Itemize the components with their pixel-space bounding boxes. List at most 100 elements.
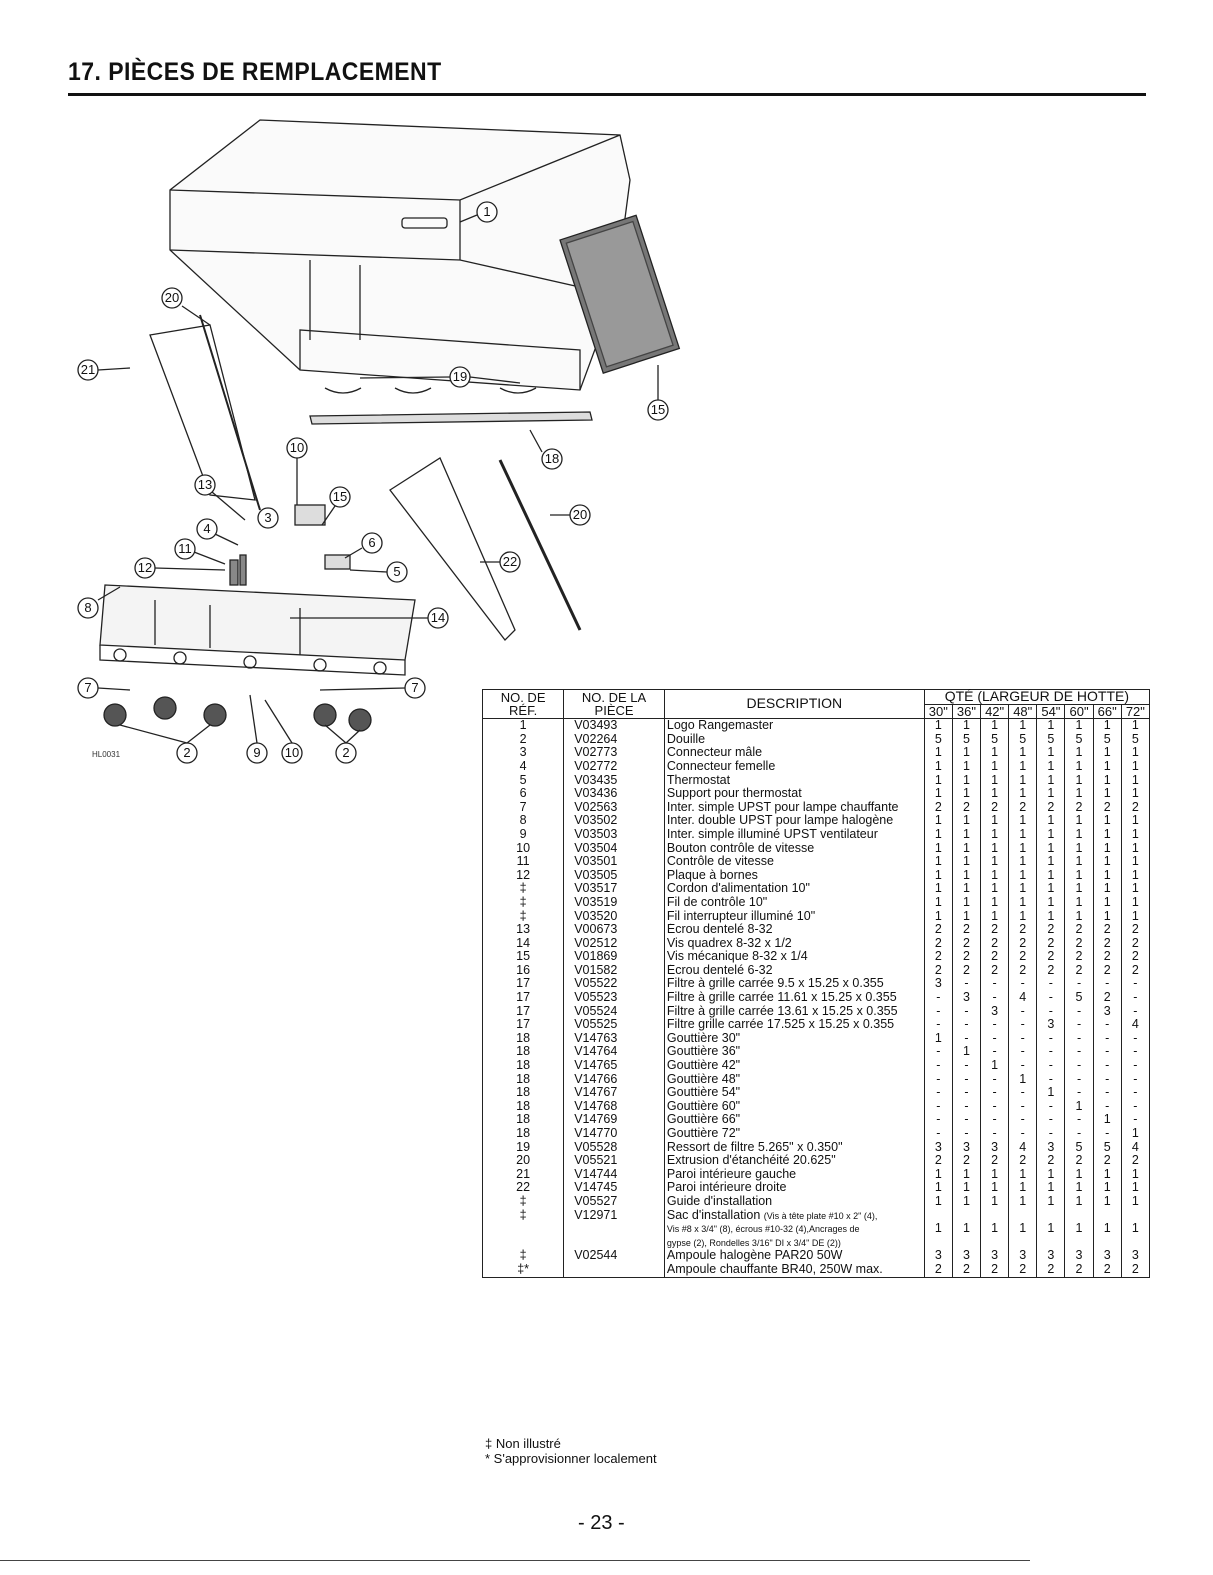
qty-cell: 4 bbox=[1008, 1140, 1038, 1155]
qty-cell: 1 bbox=[980, 1167, 1010, 1182]
qty-cell: 1 bbox=[1064, 841, 1094, 856]
qty-cell: - bbox=[1064, 1086, 1094, 1100]
qty-cell: 1 bbox=[980, 841, 1010, 856]
ref-cell: 8 bbox=[481, 814, 565, 828]
ref-cell: ‡ bbox=[481, 1194, 565, 1209]
width-header-5: 60" bbox=[1064, 703, 1094, 720]
qty-cell: 1 bbox=[1092, 718, 1122, 733]
qty-cell: 1 bbox=[980, 773, 1010, 788]
ref-cell: 5 bbox=[481, 773, 565, 788]
qty-cell: 2 bbox=[1064, 936, 1094, 951]
qty-cell: 1 bbox=[1120, 882, 1151, 896]
qty-cell: - bbox=[923, 990, 953, 1005]
qty-cell: 1 bbox=[1064, 895, 1094, 910]
qty-cell: 1 bbox=[923, 1208, 953, 1250]
qty-cell: - bbox=[1036, 1031, 1066, 1046]
qty-cell: 1 bbox=[1120, 787, 1151, 801]
callout-18: 18 bbox=[545, 451, 559, 466]
qty-cell: 2 bbox=[980, 950, 1010, 964]
description-cell: Écrou dentelé 8-32 bbox=[663, 923, 925, 937]
qty-cell: 1 bbox=[923, 1031, 953, 1046]
qty-cell: - bbox=[980, 1086, 1010, 1100]
description-cell: Ampoule halogène PAR20 50W bbox=[663, 1249, 925, 1263]
part-number-cell: V14767 bbox=[563, 1086, 665, 1100]
qty-cell: - bbox=[1120, 1072, 1151, 1087]
description-cell: Support pour thermostat bbox=[663, 787, 925, 801]
qty-cell: 1 bbox=[951, 773, 982, 788]
callout-14: 13 bbox=[198, 477, 212, 492]
callout-21: 21 bbox=[81, 362, 95, 377]
qty-cell: 1 bbox=[951, 814, 982, 828]
qty-cell: - bbox=[1120, 1113, 1151, 1127]
qty-cell: 1 bbox=[1092, 746, 1122, 760]
ref-cell: 10 bbox=[481, 841, 565, 856]
qty-cell: 1 bbox=[1092, 759, 1122, 774]
qty-cell: 1 bbox=[1092, 895, 1122, 910]
qty-cell: 1 bbox=[1036, 1167, 1066, 1182]
qty-cell: 1 bbox=[1008, 1167, 1038, 1182]
qty-cell: 1 bbox=[923, 909, 953, 924]
qty-cell: 3 bbox=[980, 1140, 1010, 1155]
qty-cell: 2 bbox=[1120, 963, 1151, 978]
ref-cell: 18 bbox=[481, 1072, 565, 1087]
qty-cell: 1 bbox=[1008, 882, 1038, 896]
description-cell: Filtre grille carrée 17.525 x 15.25 x 0.… bbox=[663, 1018, 925, 1032]
qty-cell: - bbox=[1064, 1126, 1094, 1141]
qty-cell: 1 bbox=[923, 773, 953, 788]
qty-cell: 1 bbox=[951, 855, 982, 869]
qty-cell: - bbox=[1008, 1099, 1038, 1114]
part-number-cell: V14745 bbox=[563, 1181, 665, 1195]
qty-cell: - bbox=[951, 1126, 982, 1141]
qty-cell: 4 bbox=[1008, 990, 1038, 1005]
qty-cell: 1 bbox=[1120, 1194, 1151, 1209]
qty-cell: 2 bbox=[923, 950, 953, 964]
qty-cell: 1 bbox=[1120, 855, 1151, 869]
callout-20b: 20 bbox=[573, 507, 587, 522]
ref-cell: 16 bbox=[481, 963, 565, 978]
qty-cell: - bbox=[951, 1058, 982, 1073]
qty-cell: 1 bbox=[1092, 814, 1122, 828]
description-cell: Bouton contrôle de vitesse bbox=[663, 841, 925, 856]
ref-cell: ‡ bbox=[481, 882, 565, 896]
qty-cell: 5 bbox=[1064, 1140, 1094, 1155]
qty-cell: 1 bbox=[923, 1194, 953, 1209]
qty-cell: - bbox=[1064, 1018, 1094, 1032]
part-number-cell: V05528 bbox=[563, 1140, 665, 1155]
qty-cell: 1 bbox=[1064, 1208, 1094, 1250]
qty-cell: 1 bbox=[980, 1208, 1010, 1250]
qty-cell: 3 bbox=[923, 1249, 953, 1263]
qty-cell: 1 bbox=[1008, 773, 1038, 788]
qty-cell: 1 bbox=[1120, 718, 1151, 733]
qty-cell: 1 bbox=[1092, 882, 1122, 896]
qty-cell: - bbox=[1092, 1058, 1122, 1073]
callout-11: 10 bbox=[290, 440, 304, 455]
qty-cell: - bbox=[1008, 977, 1038, 992]
ref-cell: 18 bbox=[481, 1113, 565, 1127]
qty-cell: 1 bbox=[1008, 1208, 1038, 1250]
ref-cell: 7 bbox=[481, 800, 565, 815]
callout-22: 22 bbox=[503, 554, 517, 569]
qty-cell: 1 bbox=[951, 1208, 982, 1250]
qty-cell: 1 bbox=[1008, 1194, 1038, 1209]
part-number-cell: V02512 bbox=[563, 936, 665, 951]
qty-cell: 1 bbox=[1092, 773, 1122, 788]
part-number-cell: V12971 bbox=[563, 1208, 665, 1250]
qty-cell: - bbox=[1120, 1086, 1151, 1100]
qty-cell: 4 bbox=[1120, 1018, 1151, 1032]
qty-cell: 1 bbox=[1036, 868, 1066, 883]
description-cell: Inter. double UPST pour lampe halogène bbox=[663, 814, 925, 828]
qty-cell: - bbox=[1120, 1004, 1151, 1019]
qty-cell: 1 bbox=[1120, 827, 1151, 842]
qty-cell: 2 bbox=[1036, 936, 1066, 951]
qty-cell: 2 bbox=[923, 1262, 953, 1278]
qty-cell: 2 bbox=[1008, 922, 1038, 937]
